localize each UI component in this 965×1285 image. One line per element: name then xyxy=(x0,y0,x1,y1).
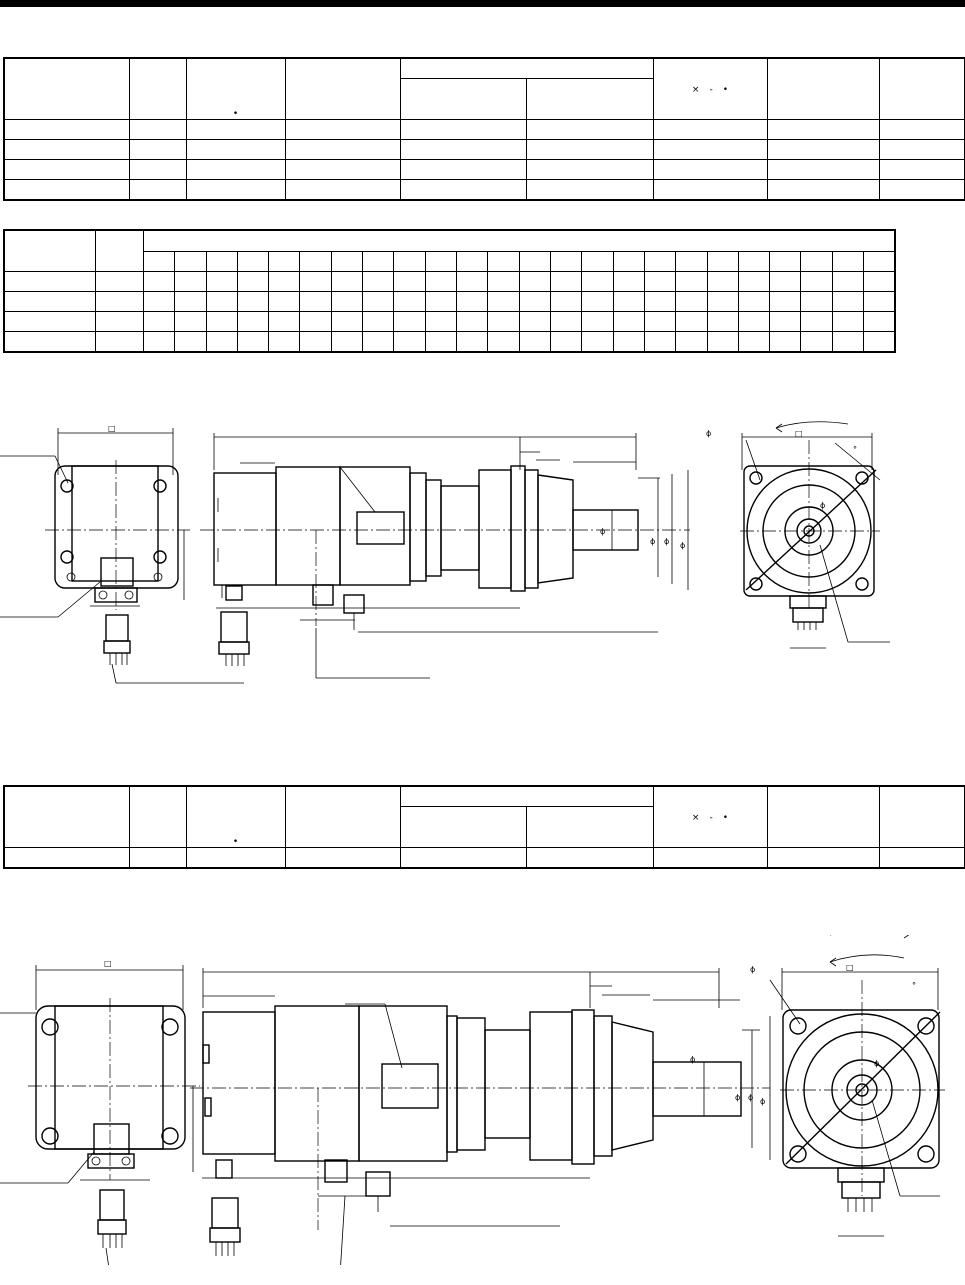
square-symbol: □ xyxy=(104,959,112,968)
end-view-flange: ϕ □ ° ϕ xyxy=(706,421,890,649)
side-view: ϕ ϕ ϕ ϕ xyxy=(190,968,771,1265)
phi-symbol: ϕ xyxy=(680,541,685,550)
end-view-rear: □ xyxy=(0,424,244,684)
motor-drawing-lower: □ xyxy=(0,935,945,1265)
spec-header-cell xyxy=(128,57,187,120)
end-view-rear: □ xyxy=(0,959,200,1265)
dot-symbol: • xyxy=(722,812,729,823)
page-top-rule xyxy=(0,0,965,7)
degree-symbol: ° xyxy=(853,445,857,454)
phi-symbol: ϕ xyxy=(664,537,669,546)
spec-header-subcell xyxy=(399,78,527,120)
phi-symbol: ϕ xyxy=(735,1093,740,1102)
times-symbol: × xyxy=(691,84,700,95)
phi-symbol: ϕ xyxy=(690,1055,695,1064)
spec-header-cell: × - • xyxy=(652,57,768,120)
phi-symbol: ϕ xyxy=(748,1093,753,1102)
spec-header-cell xyxy=(3,57,130,120)
phi-symbol: ϕ xyxy=(600,527,605,536)
phi-symbol: ϕ xyxy=(750,965,755,974)
square-symbol: □ xyxy=(795,429,803,438)
minus-symbol: - xyxy=(709,84,713,95)
phi-symbol: ϕ xyxy=(874,1059,879,1068)
phi-symbol: ϕ xyxy=(650,537,655,546)
phi-symbol: ϕ xyxy=(706,429,711,438)
minus-symbol: - xyxy=(709,812,713,823)
square-symbol: □ xyxy=(846,963,854,972)
spec-header-cell xyxy=(878,57,965,120)
dot-symbol: • xyxy=(232,109,239,119)
spec-header-group-cell xyxy=(399,57,654,80)
spec-header-cell: • xyxy=(185,57,286,120)
spec-header-cell xyxy=(284,57,401,120)
variant-table-upper xyxy=(3,229,896,353)
end-view-flange: ϕ □ ° ϕ xyxy=(750,935,945,1237)
spec-table-lower: • × - • xyxy=(3,785,965,869)
degree-symbol: ° xyxy=(912,981,916,990)
dot-symbol: • xyxy=(722,84,729,95)
spec-table-upper: • × - • xyxy=(3,57,965,201)
times-symbol: × xyxy=(691,812,700,823)
square-symbol: □ xyxy=(108,424,116,433)
spec-header-cell xyxy=(766,57,880,120)
dot-symbol: • xyxy=(232,837,239,847)
spec-header-subcell xyxy=(525,78,654,120)
variant-group-header xyxy=(142,229,896,252)
side-view: ϕ ϕ ϕ ϕ xyxy=(200,433,690,679)
phi-symbol: ϕ xyxy=(760,1097,765,1106)
motor-drawing-upper: □ xyxy=(0,421,890,684)
phi-symbol: ϕ xyxy=(820,501,825,510)
